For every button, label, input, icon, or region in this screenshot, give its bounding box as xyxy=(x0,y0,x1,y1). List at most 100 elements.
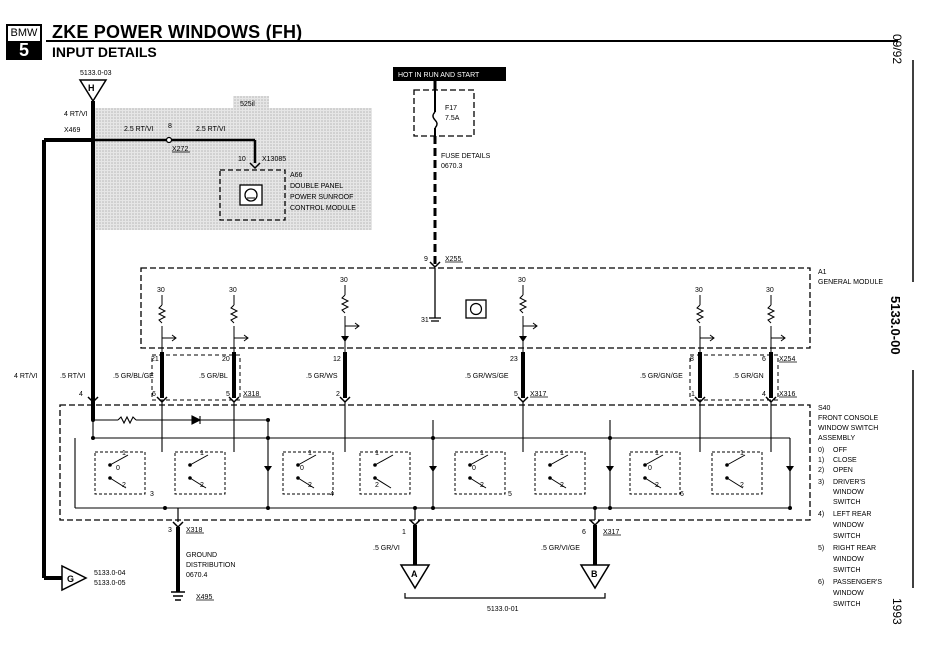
legend-n-12: 6) xyxy=(818,579,824,586)
connector-x316: X316 xyxy=(779,391,795,398)
legend-t-8: SWITCH xyxy=(833,533,861,540)
switch2-pos2: 2 xyxy=(200,482,204,489)
connector-x272: X272 xyxy=(172,146,188,153)
wire-label-4rtvi-left: 4 RT/VI xyxy=(14,373,38,380)
a1-v30-4: 30 xyxy=(518,277,526,284)
switch5-pos0: 0 xyxy=(472,465,476,472)
connector-b-symbol xyxy=(579,564,611,590)
hot-in-run-text: HOT IN RUN AND START xyxy=(398,72,480,79)
a1-channel-2: 30 xyxy=(229,287,249,352)
connector-g-symbol xyxy=(61,564,88,592)
a1-channel-3: 30 xyxy=(340,277,360,352)
fuse-name: F17 xyxy=(445,105,457,112)
legend-n-0: 0) xyxy=(818,447,824,454)
connector-h-letter: H xyxy=(88,83,95,93)
pin-bot-6: 6 xyxy=(152,391,156,398)
pin-bot-1: 1 xyxy=(691,391,695,398)
a1-v30-5: 30 xyxy=(695,287,703,294)
a1-v30-3: 30 xyxy=(340,277,348,284)
pin-bot-5b: 5 xyxy=(514,391,518,398)
connector-x317-bottom: X317 xyxy=(603,529,619,536)
general-module-box xyxy=(140,267,811,349)
legend-n-1: 1) xyxy=(818,457,824,464)
general-module-id: A1 xyxy=(818,269,827,276)
connector-a-letter: A xyxy=(411,569,418,579)
switch-assembly-line2: WINDOW SWITCH xyxy=(818,425,878,432)
switch2-pos1: 1 xyxy=(200,450,204,457)
switch7-pos0: 0 xyxy=(648,465,652,472)
legend-t-11: SWITCH xyxy=(833,567,861,574)
pin-12: 12 xyxy=(333,356,341,363)
connector-x469: X469 xyxy=(64,127,80,134)
legend-t-4: WINDOW xyxy=(833,489,864,496)
legend-n-9: 5) xyxy=(818,545,824,552)
logo-bottom-text: 5 xyxy=(8,41,40,60)
pin-8: 8 xyxy=(690,356,694,363)
connector-g-ref1: 5133.0-04 xyxy=(94,570,126,577)
a1-v30-1: 30 xyxy=(157,287,165,294)
connector-x495: X495 xyxy=(196,594,212,601)
switch7-pos1: 1 xyxy=(655,450,659,457)
fuse-details-1: FUSE DETAILS xyxy=(441,153,491,160)
legend-t-12: PASSENGER'S xyxy=(833,579,882,586)
connector-x255: X255 xyxy=(445,256,461,263)
sunroof-module-line1: DOUBLE PANEL xyxy=(290,183,343,190)
legend-n-6: 4) xyxy=(818,511,824,518)
legend-t-0: OFF xyxy=(833,447,847,454)
ground-line2: DISTRIBUTION xyxy=(186,562,235,569)
pin-bot-5a: 5 xyxy=(226,391,230,398)
legend-t-7: WINDOW xyxy=(833,522,864,529)
splice-number: 8 xyxy=(168,123,172,130)
page-subtitle: INPUT DETAILS xyxy=(52,44,157,60)
bmw-5-logo: BMW 5 xyxy=(6,24,42,60)
switch-group-4: 4 xyxy=(330,491,334,498)
legend-t-10: WINDOW xyxy=(833,556,864,563)
wire-label-25rtvi-a: 2.5 RT/VI xyxy=(124,126,153,133)
connector-g-ref2: 5133.0-05 xyxy=(94,580,126,587)
connector-h-ref: 5133.0-03 xyxy=(80,70,112,77)
pin-23: 23 xyxy=(510,356,518,363)
pin-9: 9 xyxy=(424,256,428,263)
legend-t-14: SWITCH xyxy=(833,601,861,608)
pin-10: 10 xyxy=(238,156,246,163)
switch1-pos0: 0 xyxy=(116,465,120,472)
switch3-pos1: 1 xyxy=(308,450,312,457)
connector-x317-top: X317 xyxy=(530,391,546,398)
switch6-pos1: 1 xyxy=(560,450,564,457)
switch3-pos2: 2 xyxy=(308,482,312,489)
switch5-pos1: 1 xyxy=(480,450,484,457)
switch-group-6: 6 xyxy=(680,491,684,498)
a1-channel-1: 30 xyxy=(157,287,177,352)
pin-1-out: 1 xyxy=(402,529,406,536)
switch-group-5: 5 xyxy=(508,491,512,498)
connector-a-symbol xyxy=(399,564,431,590)
hot-in-run-banner xyxy=(393,67,506,81)
switch-assembly-line3: ASSEMBLY xyxy=(818,435,856,442)
switch8-pos1: 1 xyxy=(740,450,744,457)
a1-channel-5: 30 xyxy=(695,287,715,352)
legend-t-2: OPEN xyxy=(833,467,853,474)
wire-label-5grws: .5 GR/WS xyxy=(306,373,338,380)
switch-assembly-box xyxy=(59,404,811,521)
switch1-pos1: 1 xyxy=(122,450,126,457)
wire-label-5grgn: .5 GR/GN xyxy=(733,373,764,380)
wire-label-25rtvi-b: 2.5 RT/VI xyxy=(196,126,225,133)
ground-line1: GROUND xyxy=(186,552,217,559)
switch7-pos2: 2 xyxy=(655,482,659,489)
wire-label-5grblge: .5 GR/BL/GE xyxy=(113,373,154,380)
legend-n-3: 3) xyxy=(818,479,824,486)
switch-legend: 0) OFF 1) CLOSE 2) OPEN 3) DRIVER'S WIND… xyxy=(818,447,882,608)
pin-31: 31 xyxy=(421,317,429,324)
switch8-pos2: 2 xyxy=(740,482,744,489)
legend-t-5: SWITCH xyxy=(833,499,861,506)
pin-bot-2: 2 xyxy=(336,391,340,398)
a1-channel-6: 30 xyxy=(766,287,786,352)
svg-text:0): 0) xyxy=(818,447,824,454)
pin-bot-4b: 4 xyxy=(762,391,766,398)
switch4-pos1: 1 xyxy=(375,450,379,457)
legend-t-3: DRIVER'S xyxy=(833,479,866,486)
pin-6-out: 6 xyxy=(582,529,586,536)
wire-label-5grvi: .5 GR/VI xyxy=(373,545,400,552)
